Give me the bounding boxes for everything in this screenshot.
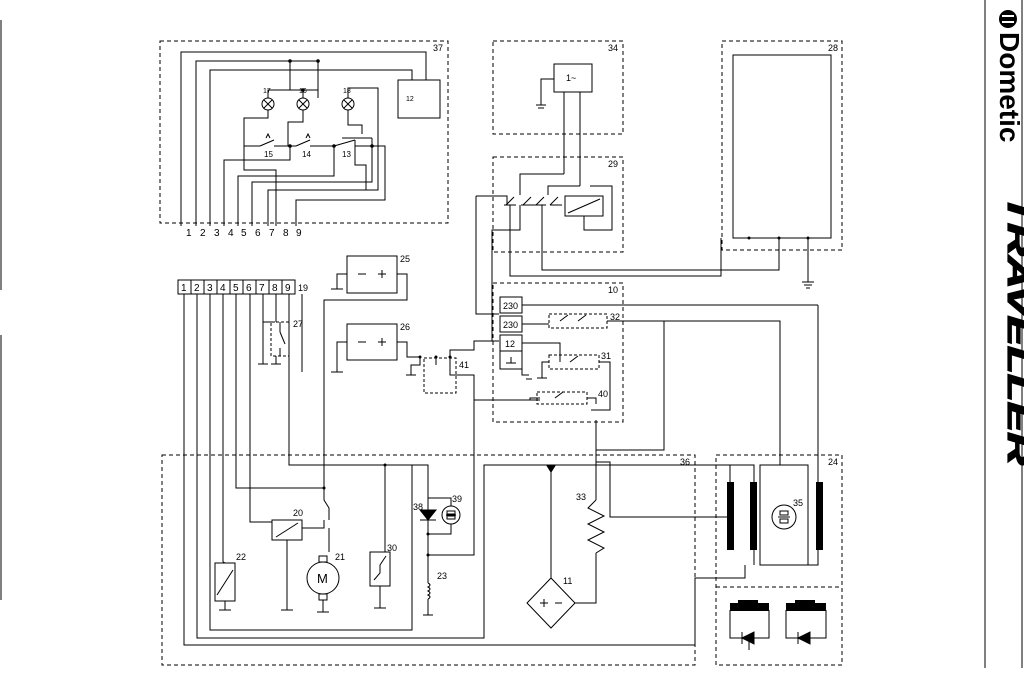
component-18-label: 18 — [343, 88, 351, 95]
component-38-label: 38 — [413, 502, 423, 512]
wire-label-8: 8 — [283, 228, 289, 239]
wire-label-2: 2 — [200, 228, 206, 239]
terminal-block-label: 19 — [298, 283, 308, 293]
module-37-label: 37 — [433, 43, 443, 53]
terminal-block-19: 1 2 3 4 5 6 7 8 9 19 — [177, 279, 308, 295]
module-10-label: 10 — [608, 285, 618, 295]
component-11-label: 11 — [563, 576, 572, 586]
module-28-box — [721, 40, 843, 251]
component-27-label: 27 — [293, 319, 303, 329]
terminal-6: 6 — [246, 283, 252, 294]
module-boxes — [159, 40, 843, 666]
module-36-internals — [214, 340, 730, 629]
wire-label-5: 5 — [241, 228, 247, 239]
wire-label-6: 6 — [255, 228, 261, 239]
switch-41 — [406, 340, 540, 401]
wire-label-3: 3 — [214, 228, 220, 239]
product-name: TRAVELLER — [1001, 195, 1024, 465]
module-28-internals — [732, 54, 832, 289]
module-34-box — [492, 40, 624, 135]
component-39-label: 39 — [452, 494, 462, 504]
component-26-label: 26 — [400, 322, 410, 332]
wire-label-4: 4 — [228, 228, 234, 239]
terminal-1: 1 — [181, 283, 187, 294]
terminal-4: 4 — [220, 283, 226, 294]
cross-module-links — [664, 320, 781, 465]
component-12-label: 12 — [406, 96, 414, 103]
brand-logo: Dometic — [994, 10, 1024, 142]
brand-name: Dometic — [994, 32, 1024, 142]
component-25-label: 25 — [400, 254, 410, 264]
module-24-box — [715, 454, 843, 666]
module-36-label: 36 — [680, 457, 690, 467]
component-31-label: 31 — [601, 351, 611, 361]
battery-26 — [331, 323, 420, 373]
component-230-label-a: 230 — [503, 301, 518, 311]
wire-label-7: 7 — [269, 228, 275, 239]
switch-27 — [258, 321, 290, 365]
wire-label-1: 1 — [186, 228, 192, 239]
component-22-label: 22 — [236, 552, 246, 562]
module-36-box — [161, 454, 696, 666]
component-30-label: 30 — [387, 543, 397, 553]
motor-symbol: M — [317, 571, 328, 586]
module-37-junctions — [288, 59, 374, 148]
terminal-3: 3 — [207, 283, 213, 294]
component-32-label: 32 — [610, 312, 620, 322]
module-24-internals — [727, 305, 827, 650]
module-34-internals — [536, 63, 593, 186]
module-10-internals — [499, 296, 818, 411]
module-10-box — [492, 282, 624, 423]
component-17-label: 17 — [263, 88, 271, 95]
battery-25 — [323, 255, 408, 488]
component-1-label: 1~ — [566, 73, 576, 83]
module-29-box — [492, 156, 624, 253]
component-14-label: 14 — [302, 150, 311, 159]
module-24-label: 24 — [828, 457, 838, 467]
module-28-label: 28 — [828, 43, 838, 53]
module-37-wiring — [180, 51, 441, 226]
module-29-internals — [475, 173, 780, 341]
component-41-label: 41 — [459, 360, 469, 370]
component-23-label: 23 — [437, 571, 447, 581]
component-20-label: 20 — [293, 508, 303, 518]
module-34-label: 34 — [608, 43, 618, 53]
component-35-label: 35 — [793, 498, 803, 508]
component-33-label: 33 — [576, 492, 586, 502]
component-15-label: 15 — [264, 150, 273, 159]
component-13-label: 13 — [342, 150, 351, 159]
component-21-label: 21 — [335, 552, 345, 562]
main-harness — [183, 294, 755, 646]
component-12b-label: 12 — [505, 339, 515, 349]
terminal-7: 7 — [259, 283, 265, 294]
wire-label-9: 9 — [296, 228, 302, 239]
terminal-2: 2 — [194, 283, 200, 294]
terminal-8: 8 — [272, 283, 278, 294]
module-36-junctions — [322, 463, 556, 557]
module-29-label: 29 — [608, 159, 618, 169]
product-name-group: TRAVELLER — [1000, 194, 1024, 466]
component-230-label-b: 230 — [503, 320, 518, 330]
component-40-label: 40 — [598, 389, 608, 399]
terminal-5: 5 — [233, 283, 239, 294]
terminal-9: 9 — [285, 283, 291, 294]
module-37-box — [159, 40, 449, 224]
